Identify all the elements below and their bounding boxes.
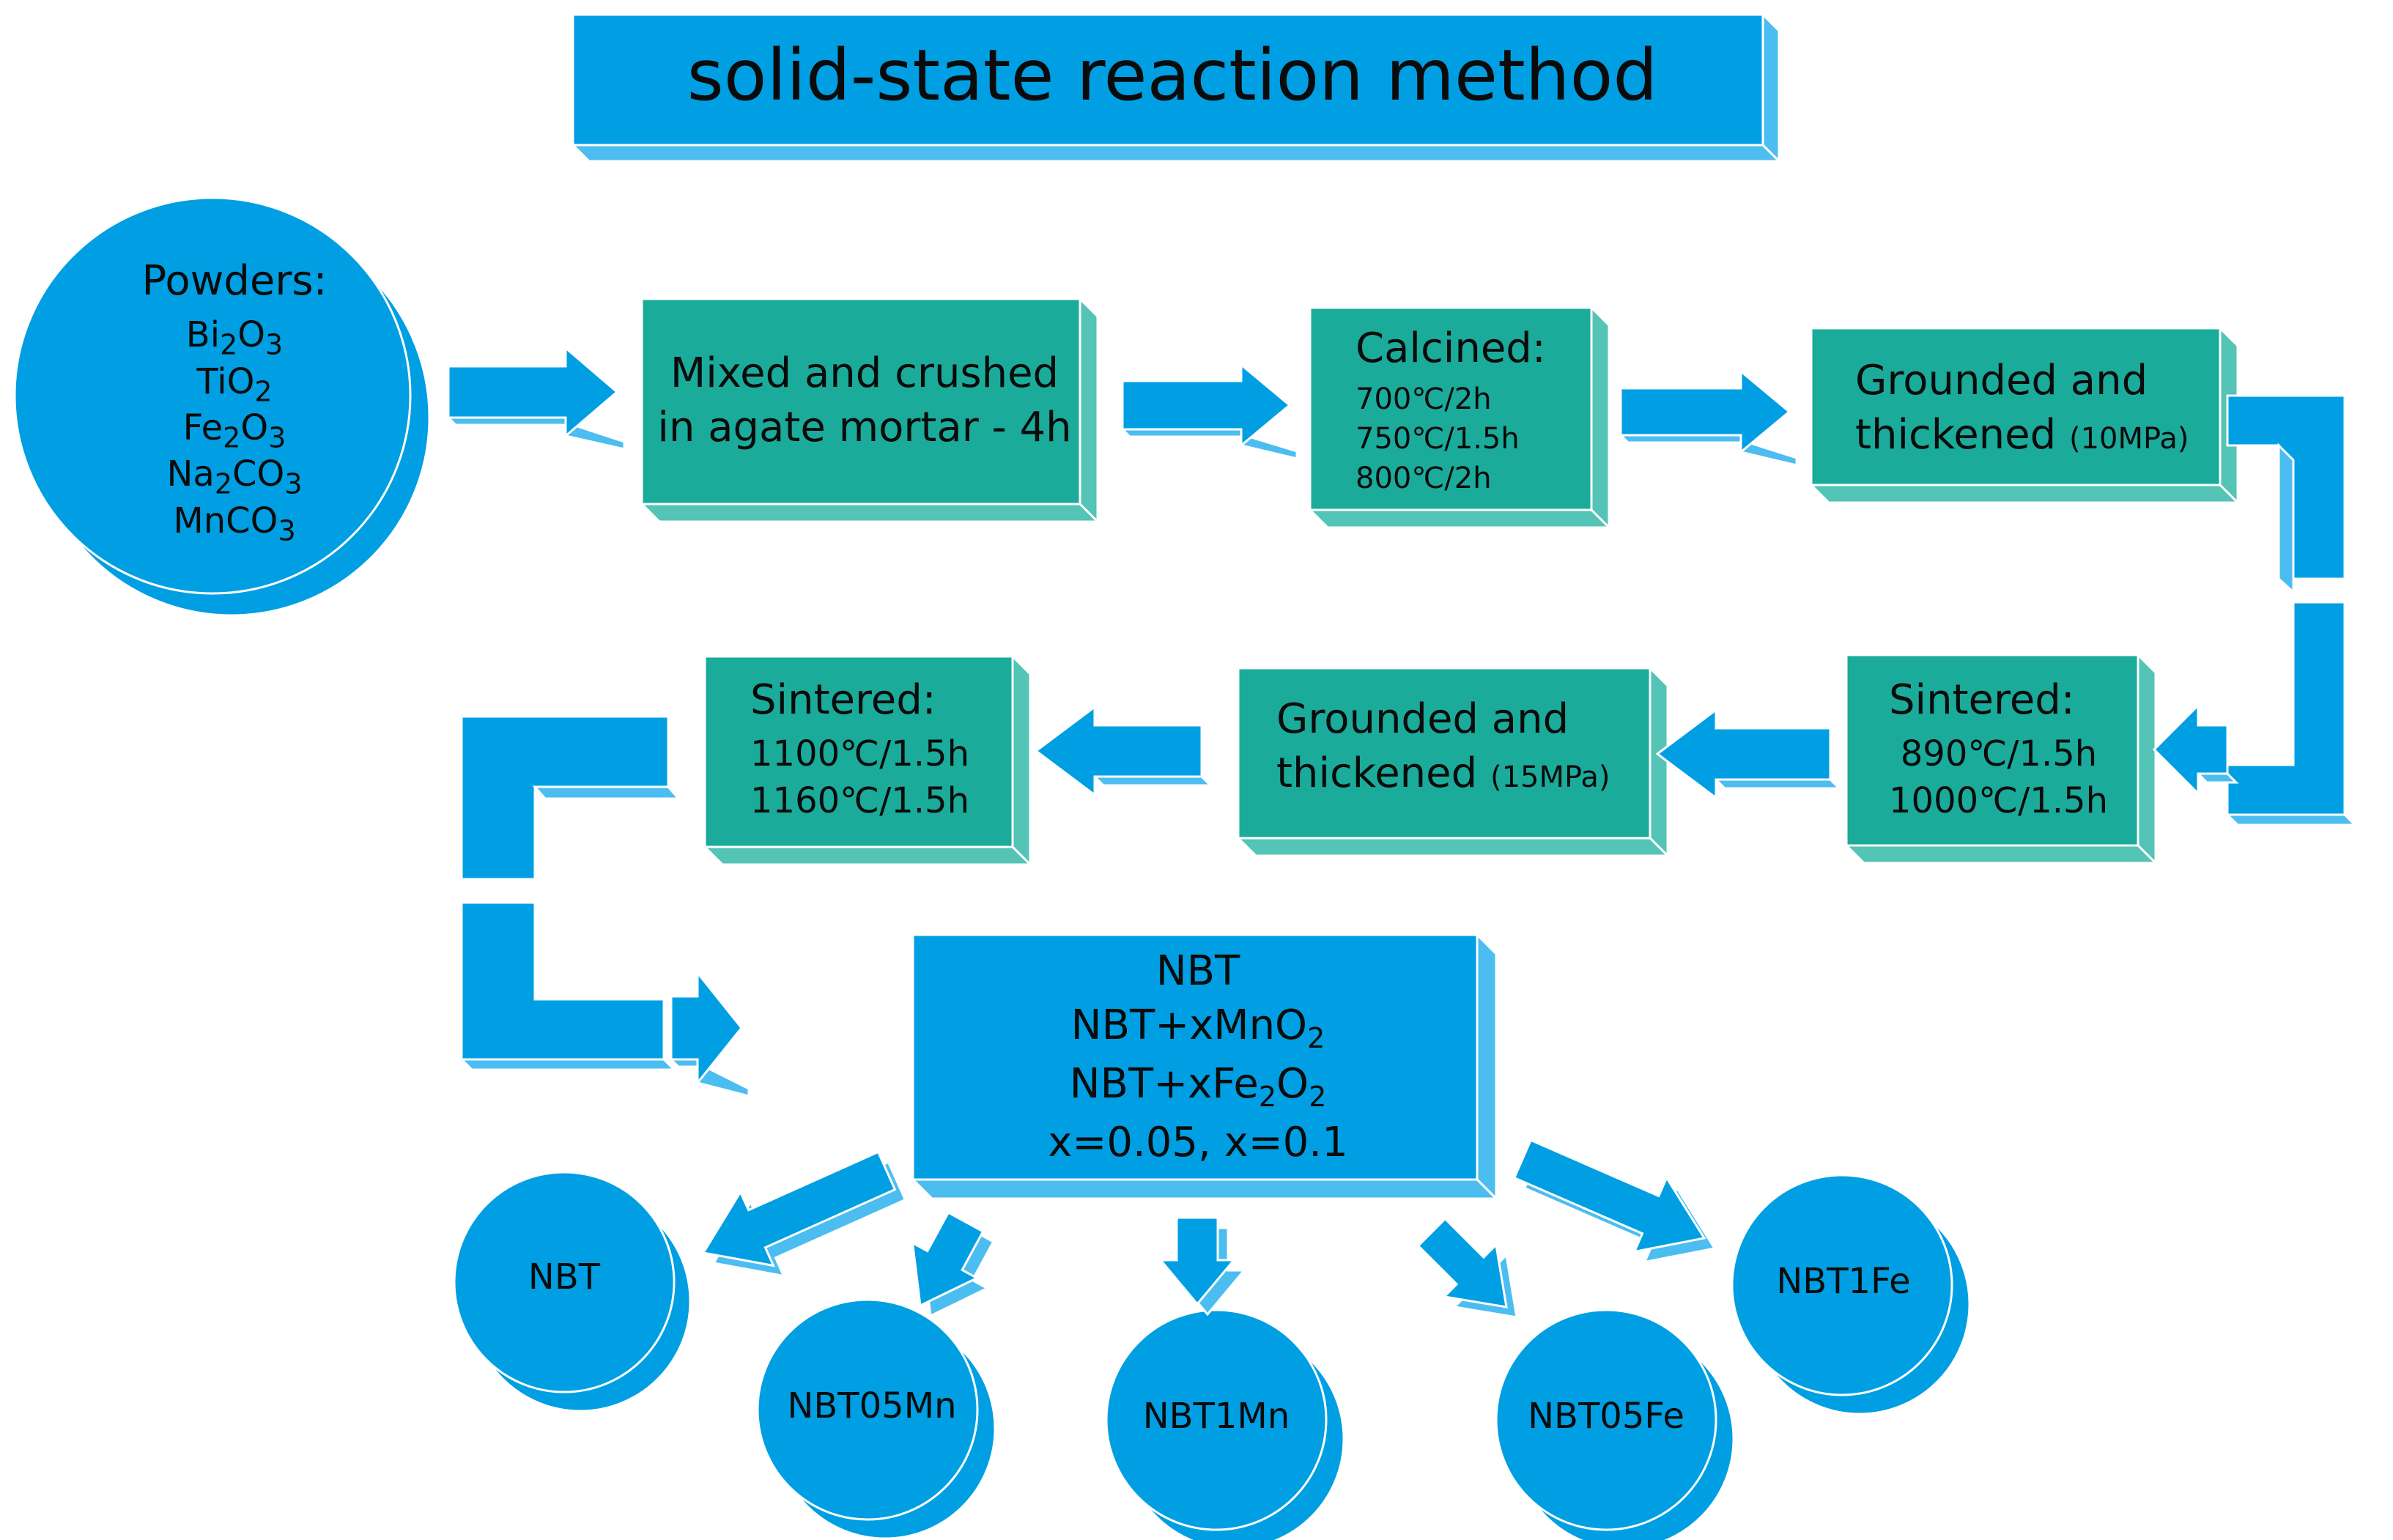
powder-item: TiO2: [196, 360, 273, 408]
arrow-to-nbt05mn: [911, 1211, 995, 1318]
arrow-sinter1-to-ground: [1655, 708, 1842, 800]
arrow-to-nbt1mn: [1158, 1216, 1247, 1317]
sample-nbt05fe-label: NBT05Fe: [1528, 1396, 1684, 1437]
sinter-1-heading: Sintered:: [1889, 676, 2075, 724]
ground-10-line-2: thickened (10MPa): [1855, 411, 2189, 459]
arrow-calcined-to-ground: [1618, 369, 1798, 467]
mixed-label: Mixed and crushed in agate mortar - 4h: [645, 349, 1084, 452]
sample-nbt1mn-label: NBT1Mn: [1142, 1396, 1290, 1437]
arrow-mixed-to-calcined: [1120, 362, 1298, 460]
product-box: [910, 932, 1499, 1202]
diagram-title: solid-state reaction method: [687, 34, 1658, 116]
arrow-elbow-to-product: [668, 969, 750, 1097]
product-line-2: NBT+xMnO2: [1070, 1002, 1325, 1055]
mixed-line-2: in agate mortar - 4h: [657, 404, 1072, 452]
calcined-box: [1307, 305, 1612, 530]
ground-15mpa-box: [1235, 665, 1671, 859]
diagram-arrows: [445, 345, 2358, 1319]
calcined-label: Calcined: 700℃/2h 750℃/1.5h 800℃/2h: [1355, 325, 1546, 495]
mixed-line-1: Mixed and crushed: [670, 349, 1059, 397]
powder-item: Fe2O3: [182, 407, 286, 454]
powders-label: Powders: Bi2O3 TiO2 Fe2O3 Na2CO3 MnCO3: [44, 257, 425, 547]
ground-10mpa-box: [1808, 325, 2241, 506]
elbow-right-lower: [2226, 601, 2346, 816]
sinter-2-heading: Sintered:: [750, 676, 936, 724]
sample-nbt-circle: [453, 1171, 692, 1413]
sample-nbt05mn-label: NBT05Mn: [787, 1385, 957, 1426]
product-label: NBT NBT+xMnO2 NBT+xFe2O2 x=0.05, x=0.1: [916, 947, 1480, 1167]
sinter-1-condition: 890℃/1.5h: [1900, 733, 2098, 775]
powder-item: Na2CO3: [166, 454, 303, 500]
arrow-to-nbt1fe: [1512, 1139, 1717, 1264]
powder-item: Bi2O3: [185, 314, 284, 361]
product-line-3: NBT+xFe2O2: [1069, 1060, 1327, 1114]
pressure-15mpa: (15MPa): [1490, 760, 1610, 795]
sample-nbt-label: NBT: [528, 1256, 601, 1297]
elbow-right-upper-side: [2277, 443, 2295, 595]
sample-nbt1fe-circle: [1731, 1174, 1971, 1415]
sample-nbt1fe-label: NBT1Fe: [1776, 1261, 1911, 1302]
sample-nbt05mn-circle: [756, 1298, 996, 1540]
sinter-1-condition: 1000℃/1.5h: [1889, 780, 2108, 821]
ground-15-line-2: thickened (15MPa): [1276, 749, 1610, 798]
calcined-heading: Calcined:: [1355, 325, 1546, 372]
ground-15mpa-label: Grounded and thickened (15MPa): [1276, 695, 1610, 798]
diagram-shapes: [13, 12, 2241, 1540]
sample-nbt1mn-circle: [1105, 1308, 1345, 1540]
ground-10-line-1: Grounded and: [1855, 357, 2148, 404]
sample-nbt05fe-circle: [1495, 1308, 1735, 1540]
title-bar: [570, 12, 1782, 164]
ground-15-line-1: Grounded and: [1276, 695, 1569, 743]
sinter-1-label: Sintered: 890℃/1.5h 1000℃/1.5h: [1889, 676, 2109, 821]
sinter-2-condition: 1100℃/1.5h: [750, 733, 969, 775]
elbow-left-lower-side: [459, 1058, 677, 1071]
product-line-4: x=0.05, x=0.1: [1048, 1119, 1348, 1167]
arrow-to-nbt05fe: [1416, 1217, 1518, 1319]
ground-10mpa-label: Grounded and thickened (10MPa): [1855, 357, 2189, 459]
powder-item: MnCO3: [173, 500, 296, 547]
elbow-left-upper-side: [532, 785, 681, 800]
calcined-condition: 700℃/2h: [1355, 382, 1492, 417]
sinter-1-box: [1843, 652, 2159, 866]
arrow-to-nbt: [701, 1150, 907, 1278]
powders-heading: Powders:: [141, 257, 328, 305]
arrow-elbow-to-sinter1: [2152, 703, 2239, 796]
powders-circle: [13, 196, 431, 617]
arrow-powders-to-mixed: [445, 345, 626, 451]
arrow-ground-to-sinter2: [1034, 705, 1213, 797]
mixed-box: [639, 296, 1101, 525]
elbow-left-lower: [460, 901, 665, 1061]
sinter-2-condition: 1160℃/1.5h: [750, 780, 969, 821]
sinter-2-label: Sintered: 1100℃/1.5h 1160℃/1.5h: [750, 676, 969, 821]
sinter-2-box: [702, 654, 1033, 867]
product-line-1: NBT: [1155, 947, 1240, 995]
pressure-10mpa: (10MPa): [2069, 422, 2189, 456]
calcined-condition: 800℃/2h: [1355, 462, 1492, 496]
calcined-condition: 750℃/1.5h: [1355, 422, 1520, 456]
elbow-right-lower-side: [2224, 813, 2358, 826]
